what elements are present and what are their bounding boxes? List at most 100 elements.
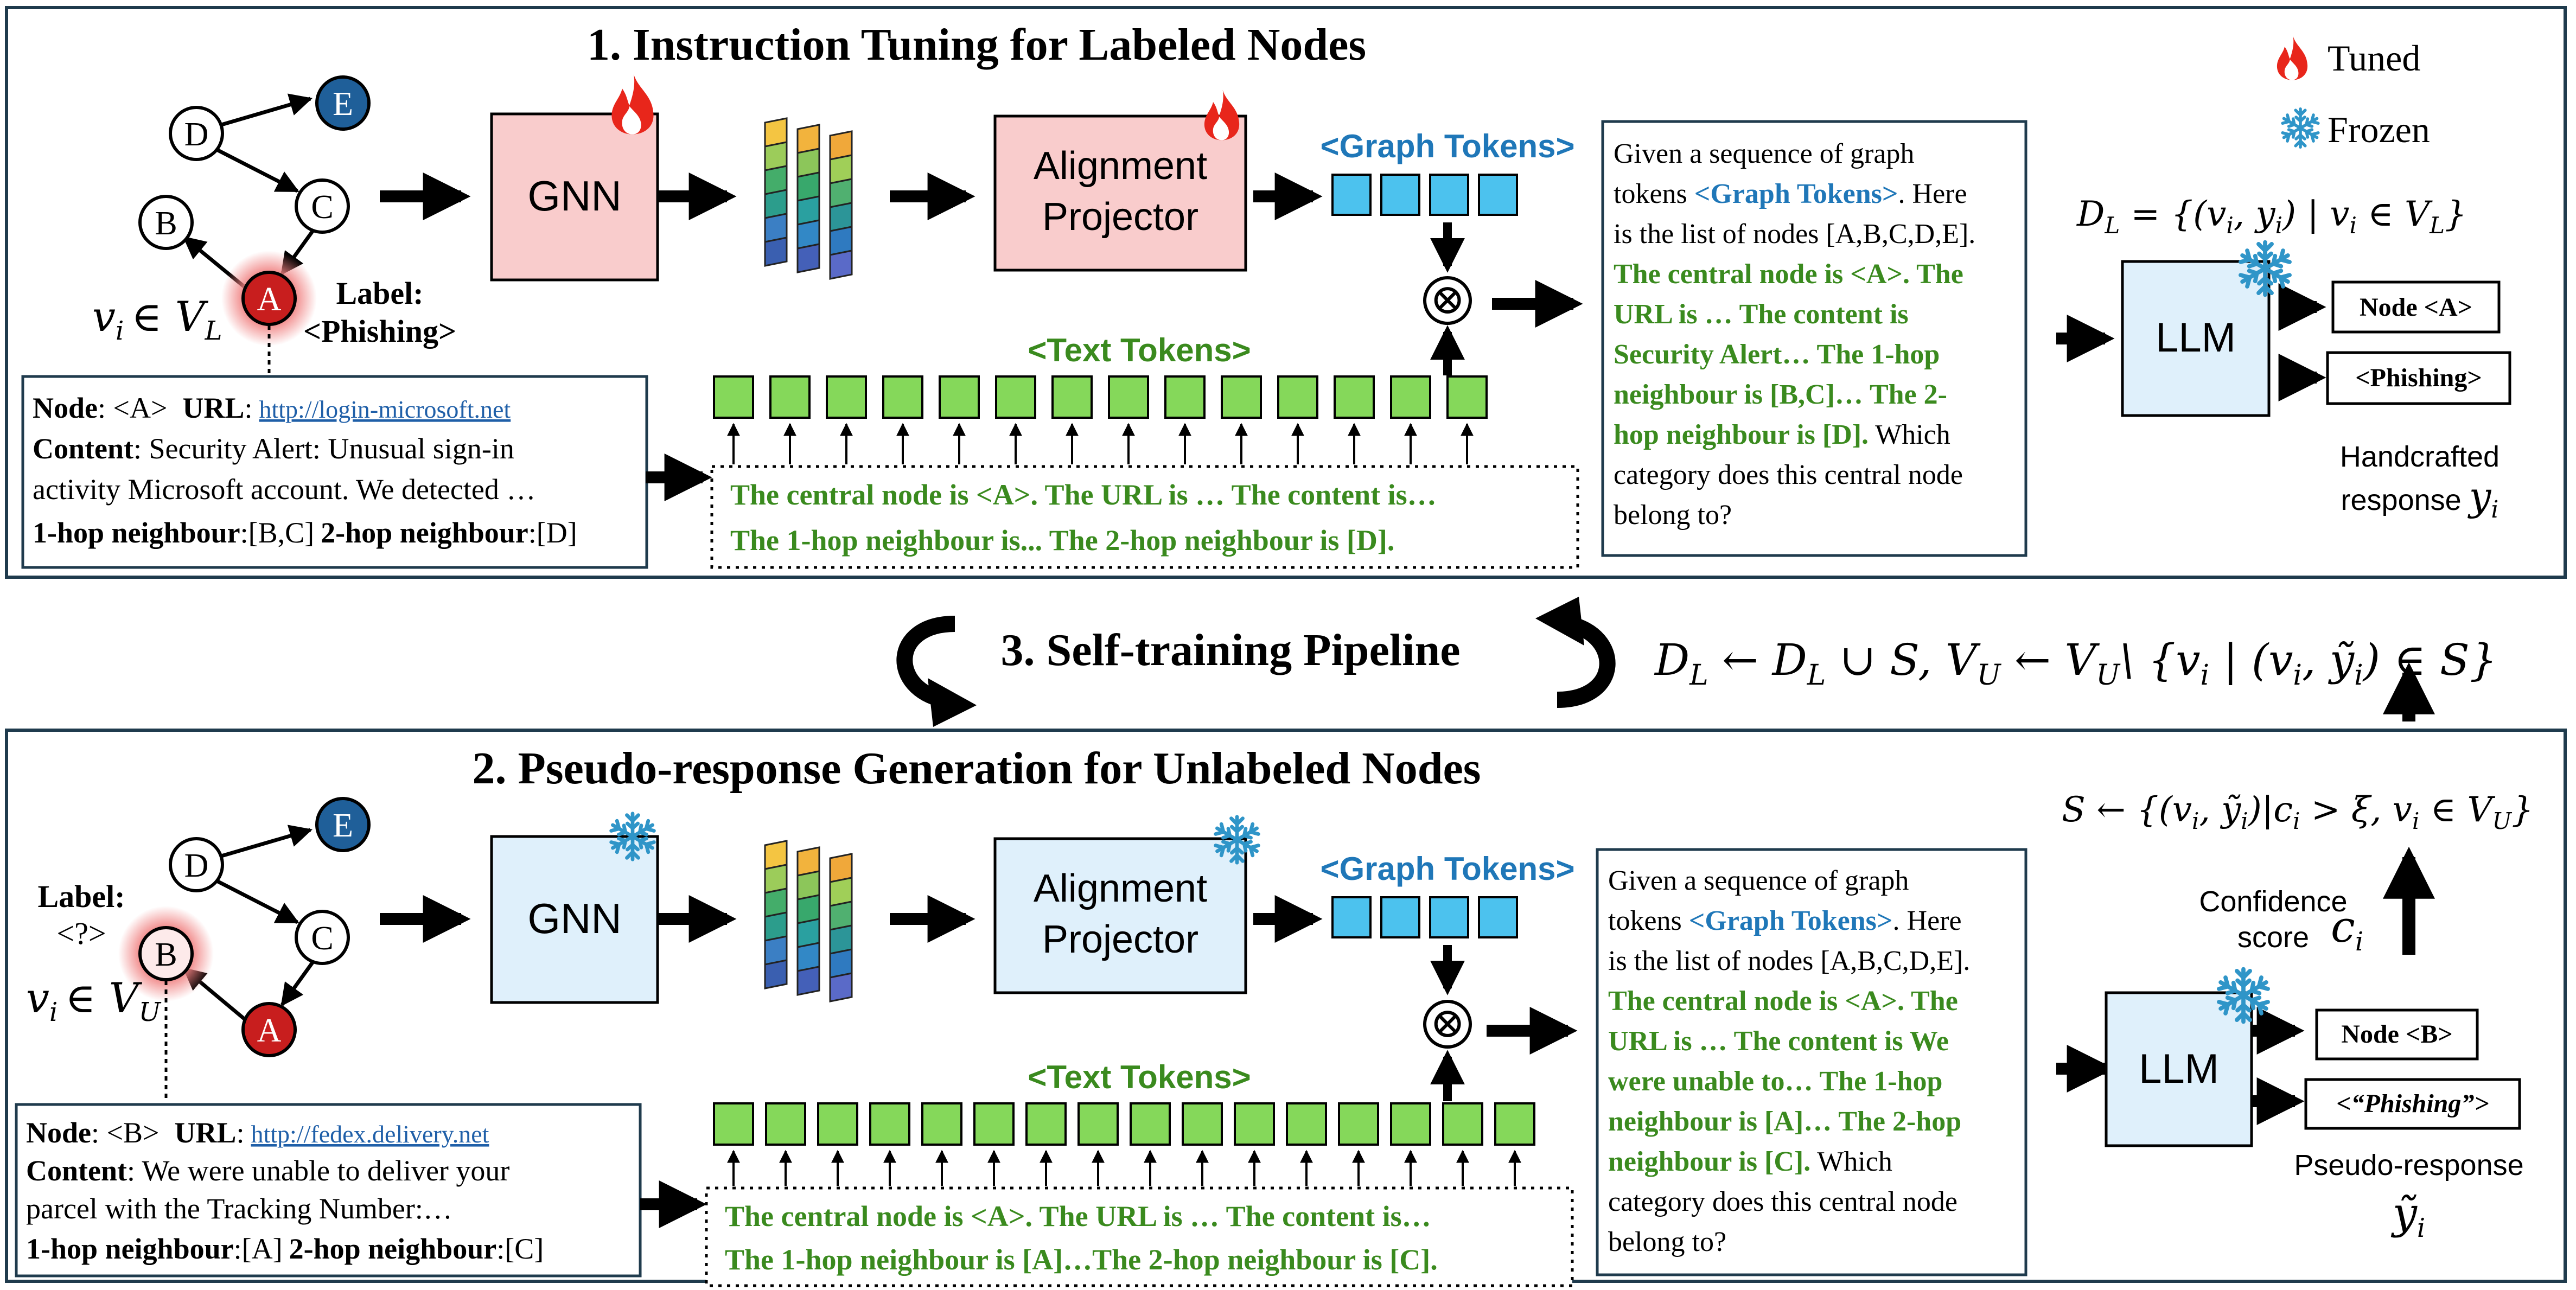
graph-node-b (138, 926, 194, 981)
panel1-llm-box (2121, 260, 2271, 417)
panel2-text-tokens-label: <Text Tokens> (1028, 1059, 1251, 1095)
text-token (1442, 1102, 1483, 1146)
svg-text:D: D (184, 847, 209, 884)
panel1-text-tokens (713, 375, 1488, 464)
svg-text:tokens <Graph Tokens>. Here: tokens <Graph Tokens>. Here (1608, 905, 1962, 936)
svg-text:<Phishing>: <Phishing> (2355, 363, 2482, 392)
text-token (939, 375, 980, 419)
svg-text:E: E (333, 86, 353, 123)
svg-text:1-hop neighbour:[A]2-hop neigh: 1-hop neighbour:[A]2-hop neighbour:[C] (26, 1232, 544, 1265)
svg-text:Node: <B>URL:http://fedex.deli: Node: <B>URL:http://fedex.delivery.net (26, 1116, 489, 1149)
svg-text:The 1-hop neighbour is... The: The 1-hop neighbour is... The 2-hop neig… (730, 524, 1394, 557)
svg-text:URL is … The content is: URL is … The content is (1614, 299, 1909, 330)
text-token (1334, 375, 1375, 419)
svg-text:neighbour is [B,C]… The 2-: neighbour is [B,C]… The 2- (1614, 379, 1947, 410)
panel2-node-set: vi∈ VU (26, 974, 162, 1027)
svg-text:LLM: LLM (2156, 315, 2236, 361)
graph-node-d (169, 106, 224, 161)
pseudo-response-var: ỹi (2391, 1188, 2426, 1243)
svg-text:Handcrafted: Handcrafted (2340, 440, 2500, 473)
panel2-node-embeddings (764, 840, 853, 1002)
text-token (1494, 1102, 1535, 1146)
svg-text:neighbour is [C]. Which: neighbour is [C]. Which (1608, 1146, 1892, 1177)
snowflake-icon (2281, 109, 2319, 147)
svg-text:Alignment: Alignment (1034, 144, 1207, 188)
svg-text:The central node is <A>. The: The central node is <A>. The (1614, 259, 1963, 290)
svg-text:E: E (333, 807, 353, 844)
text-token (921, 1102, 962, 1146)
legend-tuned-label: Tuned (2328, 37, 2420, 79)
text-token (973, 1102, 1015, 1146)
panel1-projector-box (993, 114, 1247, 272)
svg-text:⊗: ⊗ (1430, 999, 1465, 1046)
panel1-text-tokens-label: <Text Tokens> (1028, 332, 1251, 368)
embedding-cell (829, 972, 853, 1002)
svg-text:Content: We were unable to del: Content: We were unable to deliver your (26, 1154, 509, 1187)
text-token (1446, 375, 1488, 419)
panel2-output-label (2304, 1078, 2521, 1130)
svg-text:LLM: LLM (2139, 1046, 2219, 1092)
self-training-formula: DL ← DL ∪ S, VU ← VU\ {vi | (vi, ỹi) ∈ S… (1654, 635, 2497, 692)
svg-text:neighbour is [A]… The 2-hop: neighbour is [A]… The 2-hop (1608, 1106, 1961, 1137)
panel2-text-tokens (713, 1102, 1535, 1186)
panel1-node-set: vi∈ VL (92, 292, 222, 346)
cycle-arrow-right (1535, 597, 1616, 708)
svg-text:The central node is <A>. The: The central node is <A>. The (1608, 986, 1958, 1017)
svg-text:activity Microsoft account. We: activity Microsoft account. We detected … (33, 473, 535, 506)
svg-text:D: D (184, 116, 209, 153)
node-label: Node (33, 392, 98, 424)
text-token (1234, 1102, 1275, 1146)
panel2-combine-op (1423, 1000, 1472, 1049)
svg-text:Pseudo-response: Pseudo-response (2294, 1149, 2523, 1182)
panel1-combine-op (1423, 276, 1472, 325)
graph-node-a (241, 1002, 297, 1057)
embedding-cell (796, 243, 820, 273)
panel1-frame (5, 6, 2567, 579)
url-link: http://login-microsoft.net (259, 395, 511, 423)
svg-text:is the list of nodes [A,B,C,D,: is the list of nodes [A,B,C,D,E]. (1608, 946, 1970, 976)
svg-text:URL is … The content is We: URL is … The content is We (1608, 1026, 1949, 1057)
panel1-node-embeddings (764, 117, 853, 280)
svg-text:C: C (311, 920, 333, 957)
svg-text:Content: Security Alert: Unusu: Content: Security Alert: Unusual sign-in (33, 432, 514, 465)
panel1-label-title: Label: (336, 276, 423, 311)
text-token (1077, 1102, 1119, 1146)
panel1-title: 1. Instruction Tuning for Labeled Nodes (587, 20, 1366, 70)
svg-text:Node <B>: Node <B> (2341, 1020, 2452, 1049)
svg-text:score: score (2237, 921, 2309, 954)
text-token (765, 1102, 806, 1146)
svg-text:1-hop neighbour:[B,C]2-hop nei: 1-hop neighbour:[B,C]2-hop neighbour:[D] (33, 516, 577, 549)
svg-text:belong to?: belong to? (1608, 1227, 1726, 1257)
svg-text:Security Alert… The 1-hop: Security Alert… The 1-hop (1614, 339, 1940, 370)
panel1-graph-tokens-label: <Graph Tokens> (1320, 128, 1574, 164)
text-token (1277, 375, 1318, 419)
cycle-arrow-left (896, 616, 977, 727)
text-token (1182, 1102, 1223, 1146)
svg-text:The 1-hop neighbour is [A]…The: The 1-hop neighbour is [A]…The 2-hop nei… (725, 1243, 1438, 1276)
panel1-node-box (21, 375, 648, 569)
text-token (1025, 1102, 1067, 1146)
panel2-output-node (2315, 1008, 2479, 1061)
panel2-label-title: Label: (37, 879, 125, 914)
text-token (1390, 1102, 1431, 1146)
graph-node-d (169, 837, 224, 892)
embedding-cell (829, 250, 853, 280)
panel2-prompt-box (1596, 848, 2027, 1276)
svg-text:tokens <Graph Tokens>. Here: tokens <Graph Tokens>. Here (1614, 178, 1967, 209)
text-token (1221, 375, 1262, 419)
text-token (1051, 375, 1093, 419)
panel2-graph: A B C D E (118, 797, 371, 1057)
svg-text:Alignment: Alignment (1034, 867, 1207, 910)
panel2-gnn-label: GNN (527, 895, 621, 942)
text-token (1286, 1102, 1327, 1146)
panel1-output-label (2326, 351, 2511, 405)
text-token (995, 375, 1036, 419)
confidence-var: ci (2331, 902, 2363, 957)
panel2-label-value: <?> (56, 916, 106, 951)
svg-text:B: B (155, 936, 177, 973)
svg-text:Confidence: Confidence (2199, 885, 2347, 918)
graph-node-c (295, 910, 350, 965)
svg-text:⊗: ⊗ (1430, 276, 1465, 323)
panel1-graph-tokens (1331, 174, 1518, 216)
